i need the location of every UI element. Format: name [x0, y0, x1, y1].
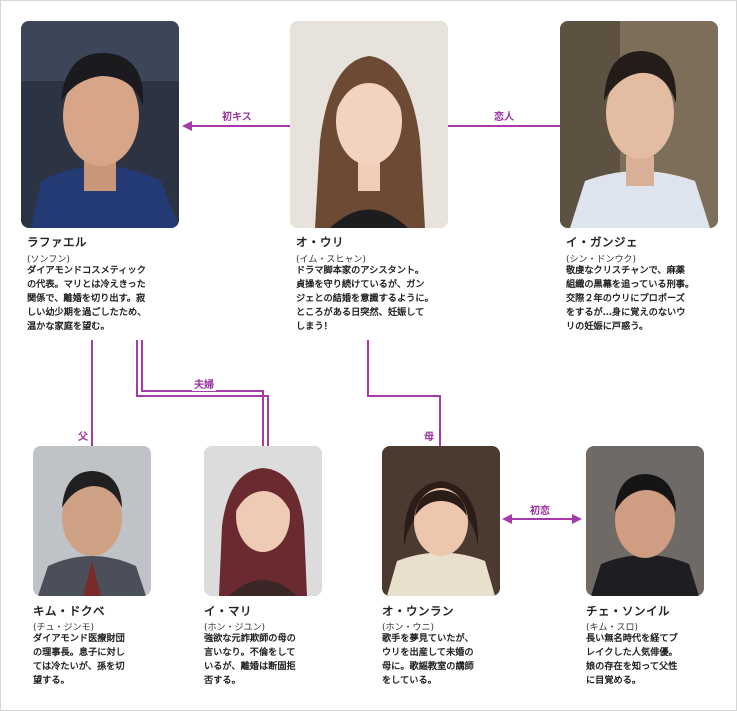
desc-sonil: 長い無名時代を経てブ レイクした人気俳優。 娘の存在を知って父性 に目覚める。	[586, 633, 678, 686]
actor-ganje: (シン・ドンウク)	[566, 255, 637, 265]
name-raphael: ラファエル	[27, 235, 87, 249]
name-unran: オ・ウンラン	[382, 604, 454, 618]
photo-uri	[290, 21, 448, 228]
desc-dokube: ダイアモンド医療財団 の理事長。息子に対し ては冷たいが、孫を切 望する。	[33, 633, 125, 686]
photo-mari	[204, 446, 322, 596]
married-line-outer	[136, 340, 269, 446]
label-father: 父	[76, 428, 90, 443]
name-uri: オ・ウリ	[296, 235, 344, 249]
name-dokube: キム・ドクベ	[33, 604, 105, 618]
photo-unran	[382, 446, 500, 596]
desc-uri: ドラマ脚本家のアシスタント。 貞操を守り続けているが、ガン ジェとの結婚を意識す…	[296, 265, 434, 332]
desc-ganje: 敬虔なクリスチャンで、麻薬 組織の黒幕を追っている刑事。 交際２年のウリにプロポ…	[566, 265, 695, 332]
actor-uri: (イム・スヒャン)	[296, 255, 366, 265]
desc-mari: 強欲な元詐欺師の母の 言いなり。不倫をして いるが、離婚は断固拒 否する。	[204, 633, 296, 686]
name-sonil: チェ・ソンイル	[586, 604, 670, 618]
label-first-kiss: 初キス	[220, 108, 254, 123]
actor-unran: (ホン・ウニ)	[382, 623, 435, 633]
label-first-love: 初恋	[528, 502, 552, 517]
label-lovers: 恋人	[492, 108, 516, 123]
name-mari: イ・マリ	[204, 604, 252, 618]
desc-raphael: ダイアモンドコスメティック の代表。マリとは冷えきった 関係で、離婚を切り出す。…	[27, 265, 147, 332]
name-ganje: イ・ガンジェ	[566, 235, 638, 249]
photo-sonil	[586, 446, 704, 596]
actor-mari: (ホン・ジユン)	[204, 623, 266, 633]
mother-line	[367, 340, 441, 446]
actor-dokube: (チュ・ジンモ)	[33, 623, 95, 633]
desc-unran: 歌手を夢見ていたが、 ウリを出産して未婚の 母に。歌謡教室の講師 をしている。	[382, 633, 474, 686]
photo-raphael	[21, 21, 179, 228]
photo-dokube	[33, 446, 151, 596]
actor-raphael: (ソンフン)	[27, 255, 70, 265]
married-line-inner	[141, 340, 264, 446]
photo-ganje	[560, 21, 718, 228]
actor-sonil: (キム・スロ)	[586, 623, 639, 633]
label-married: 夫婦	[192, 376, 216, 391]
label-mother: 母	[422, 428, 436, 443]
